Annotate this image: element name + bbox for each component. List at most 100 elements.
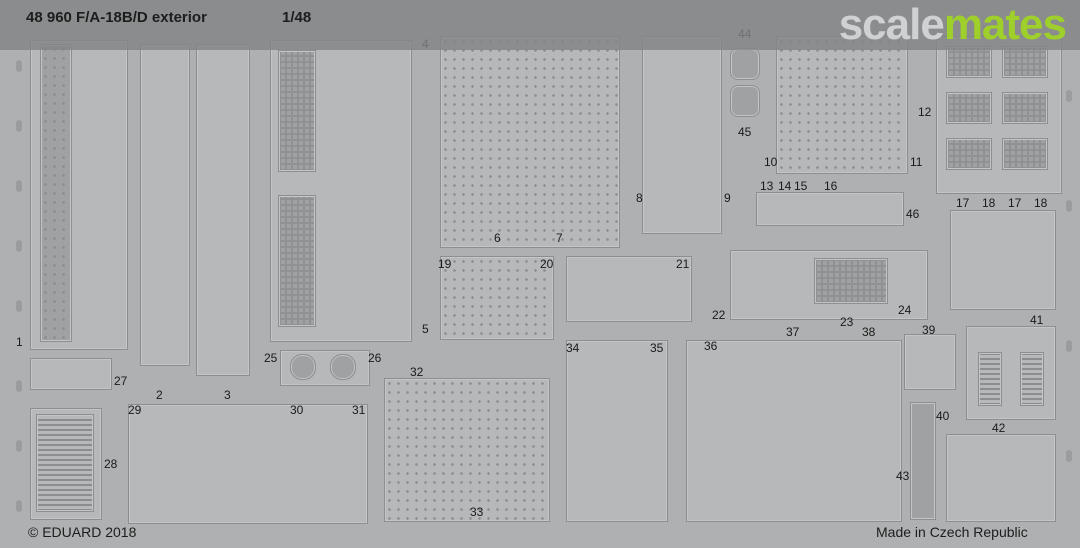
edge-tab <box>16 380 22 392</box>
part-19-20-doors <box>440 256 554 340</box>
part-number: 30 <box>290 403 304 417</box>
part-number: 17 <box>1008 196 1022 210</box>
part-number: 3 <box>224 388 231 402</box>
part-8-9-bracket <box>642 36 722 234</box>
part-5-grille <box>278 195 316 327</box>
part-number: 41 <box>1030 313 1044 327</box>
edge-tab <box>16 60 22 72</box>
part-1-inner <box>40 44 72 342</box>
part-number: 21 <box>676 257 690 271</box>
part-number: 13 <box>760 179 774 193</box>
part-13-16-strip <box>756 192 904 226</box>
part-number: 25 <box>264 351 278 365</box>
part-12-block <box>946 92 992 124</box>
part-number: 18 <box>982 196 996 210</box>
part-number: 24 <box>898 303 912 317</box>
part-34-35-panel <box>566 340 668 522</box>
part-number: 8 <box>636 191 643 205</box>
part-28-grille <box>36 414 94 512</box>
edge-tab <box>16 500 22 512</box>
part-number: 20 <box>540 257 554 271</box>
part-number: 43 <box>896 469 910 483</box>
part-12-block <box>1002 46 1048 78</box>
part-12-block <box>1002 138 1048 170</box>
part-number: 15 <box>794 179 808 193</box>
part-number: 26 <box>368 351 382 365</box>
part-number: 19 <box>438 257 452 271</box>
part-number: 7 <box>556 231 563 245</box>
part-number: 36 <box>704 339 718 353</box>
edge-tab <box>1066 340 1072 352</box>
part-29-31-panel <box>128 404 368 524</box>
watermark-logo: scalemates <box>838 0 1067 50</box>
part-36-38-strips <box>686 340 902 522</box>
copyright-text: © EDUARD 2018 <box>28 524 137 540</box>
part-6-7-panel <box>440 36 620 248</box>
fret-title: 48 960 F/A-18B/D exterior <box>26 9 207 26</box>
part-41-grille <box>978 352 1002 406</box>
part-number: 33 <box>470 505 484 519</box>
part-number: 18 <box>1034 196 1048 210</box>
part-number: 42 <box>992 421 1006 435</box>
part-number: 40 <box>936 409 950 423</box>
part-2-strip <box>140 44 190 366</box>
part-12-block <box>946 46 992 78</box>
part-number: 45 <box>738 125 752 139</box>
part-40-strip <box>910 402 936 520</box>
part-number: 37 <box>786 325 800 339</box>
part-number: 31 <box>352 403 366 417</box>
part-39-frame <box>904 334 956 390</box>
part-32-33-panel <box>384 378 550 522</box>
part-12-block <box>1002 92 1048 124</box>
part-10-11-nozzle <box>776 36 908 174</box>
part-45-disc <box>730 85 760 117</box>
part-23-grille <box>814 258 888 304</box>
part-42-frame <box>946 434 1056 522</box>
part-number: 2 <box>156 388 163 402</box>
part-number: 5 <box>422 322 429 336</box>
part-27-strip <box>30 358 112 390</box>
origin-text: Made in Czech Republic <box>876 524 1028 540</box>
edge-tab <box>1066 90 1072 102</box>
edge-tab <box>1066 200 1072 212</box>
part-21-bracket <box>566 256 692 322</box>
part-3-strip <box>196 44 250 376</box>
part-41-grille <box>1020 352 1044 406</box>
part-number: 39 <box>922 323 936 337</box>
watermark-logo-part1: scale <box>838 0 945 49</box>
part-number: 23 <box>840 315 854 329</box>
part-number: 10 <box>764 155 778 169</box>
part-number: 12 <box>918 105 932 119</box>
part-number: 6 <box>494 231 501 245</box>
part-number: 46 <box>906 207 920 221</box>
part-number: 28 <box>104 457 118 471</box>
edge-tab <box>1066 450 1072 462</box>
part-number: 22 <box>712 308 726 322</box>
part-25-disc <box>290 354 316 380</box>
edge-tab <box>16 180 22 192</box>
part-number: 34 <box>566 341 580 355</box>
part-26-disc <box>330 354 356 380</box>
part-number: 11 <box>910 155 923 169</box>
part-number: 29 <box>128 403 142 417</box>
part-number: 16 <box>824 179 838 193</box>
part-number: 14 <box>778 179 792 193</box>
edge-tab <box>16 440 22 452</box>
part-number: 27 <box>114 374 128 388</box>
part-number: 9 <box>724 191 731 205</box>
fret-scale: 1/48 <box>282 9 312 26</box>
part-12-block <box>946 138 992 170</box>
header-band: 48 960 F/A-18B/D exterior 1/48 scalemate… <box>0 0 1080 50</box>
part-4-grille <box>278 50 316 172</box>
part-number: 38 <box>862 325 876 339</box>
edge-tab <box>16 120 22 132</box>
part-number: 32 <box>410 365 424 379</box>
part-number: 1 <box>16 335 23 349</box>
part-44-disc <box>730 48 760 80</box>
part-17-18-frame <box>950 210 1056 310</box>
part-number: 17 <box>956 196 970 210</box>
part-number: 35 <box>650 341 664 355</box>
watermark-logo-part2: mates <box>943 0 1067 49</box>
edge-tab <box>16 300 22 312</box>
